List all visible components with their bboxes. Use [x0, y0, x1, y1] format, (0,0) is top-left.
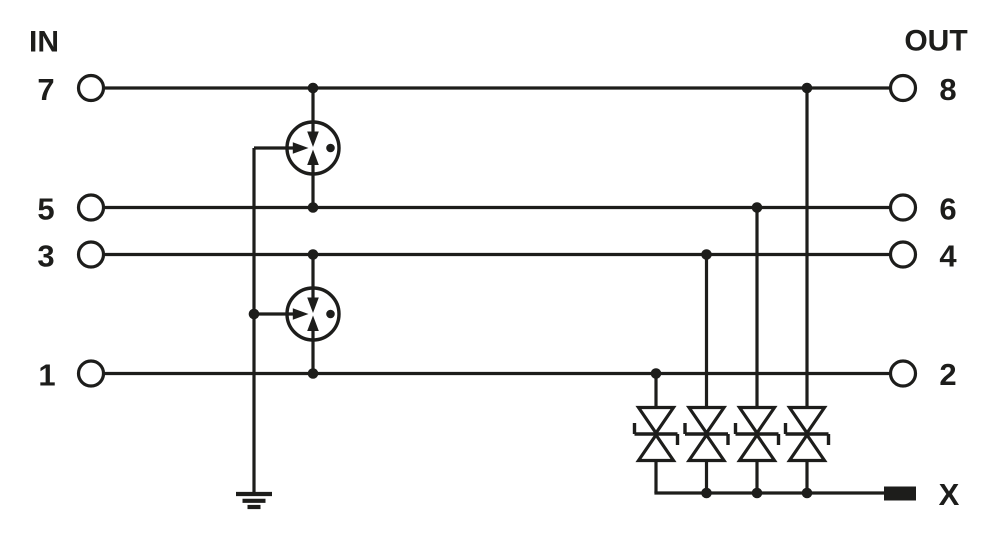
terminal-label-3: 3	[37, 239, 54, 274]
gdt-upper-left-arrow	[292, 142, 309, 154]
terminal-circle-5	[76, 193, 106, 222]
junction-dots	[248, 82, 813, 499]
terminal-circle-3	[76, 240, 106, 269]
suppressor-diode-4-icon	[783, 405, 831, 493]
gdt-lower-gas-dot	[326, 309, 335, 319]
terminal-in-3: 3	[37, 239, 106, 274]
terminal-label-5: 5	[37, 192, 54, 227]
gdt-upper-gas-dot	[326, 143, 335, 153]
junction-dot	[307, 368, 319, 379]
terminal-out-2: 2	[888, 357, 957, 392]
terminal-out-6: 6	[888, 192, 957, 227]
terminal-circle-4	[888, 240, 918, 269]
earth-ground-icon	[236, 491, 272, 510]
terminal-label-2: 2	[939, 357, 956, 392]
suppressor-diode-3-icon	[733, 405, 781, 493]
junction-dot	[248, 308, 260, 320]
terminal-circle-6	[888, 193, 918, 222]
out-header-label: OUT	[904, 25, 967, 58]
terminal-circle-2	[888, 359, 918, 388]
terminal-out-8: 8	[888, 72, 957, 107]
junction-dot	[751, 487, 763, 499]
terminal-in-1: 1	[38, 358, 106, 393]
terminal-in-5: 5	[37, 192, 106, 227]
junction-dot	[701, 487, 712, 499]
terminal-circle-7	[76, 73, 106, 103]
suppressor-diode-2-icon	[683, 405, 730, 493]
x-terminal-block-icon	[884, 486, 916, 501]
gdt-upper-top-arrow	[307, 131, 319, 147]
terminal-circle-1	[76, 359, 106, 388]
junction-dot	[307, 82, 319, 94]
gdt-lower-top-arrow	[307, 297, 319, 313]
junction-dot	[801, 82, 813, 94]
junction-dot	[307, 249, 319, 260]
terminal-label-1: 1	[38, 358, 55, 393]
x-terminal-label: X	[939, 477, 960, 512]
terminal-in-7: 7	[37, 72, 106, 107]
gdt-lower-left-arrow	[292, 308, 309, 320]
gdt-lower-bottom-arrow	[307, 315, 319, 331]
junction-dot	[650, 368, 662, 379]
terminal-out-4: 4	[888, 239, 957, 274]
gas-discharge-tube-lower-icon	[254, 254, 341, 374]
junction-dot	[801, 487, 813, 499]
junction-dot	[701, 249, 712, 260]
terminal-label-7: 7	[37, 72, 54, 107]
in-header-label: IN	[29, 26, 59, 59]
terminal-label-8: 8	[939, 72, 956, 107]
gdt-upper-bottom-arrow	[307, 149, 319, 165]
suppressor-diode-1-icon	[632, 405, 680, 493]
junction-dot	[751, 202, 763, 213]
terminal-label-4: 4	[939, 239, 957, 274]
terminal-label-6: 6	[939, 192, 956, 227]
junction-dot	[307, 202, 319, 213]
terminal-circle-8	[888, 73, 918, 103]
gas-discharge-tube-upper-icon	[254, 88, 341, 208]
